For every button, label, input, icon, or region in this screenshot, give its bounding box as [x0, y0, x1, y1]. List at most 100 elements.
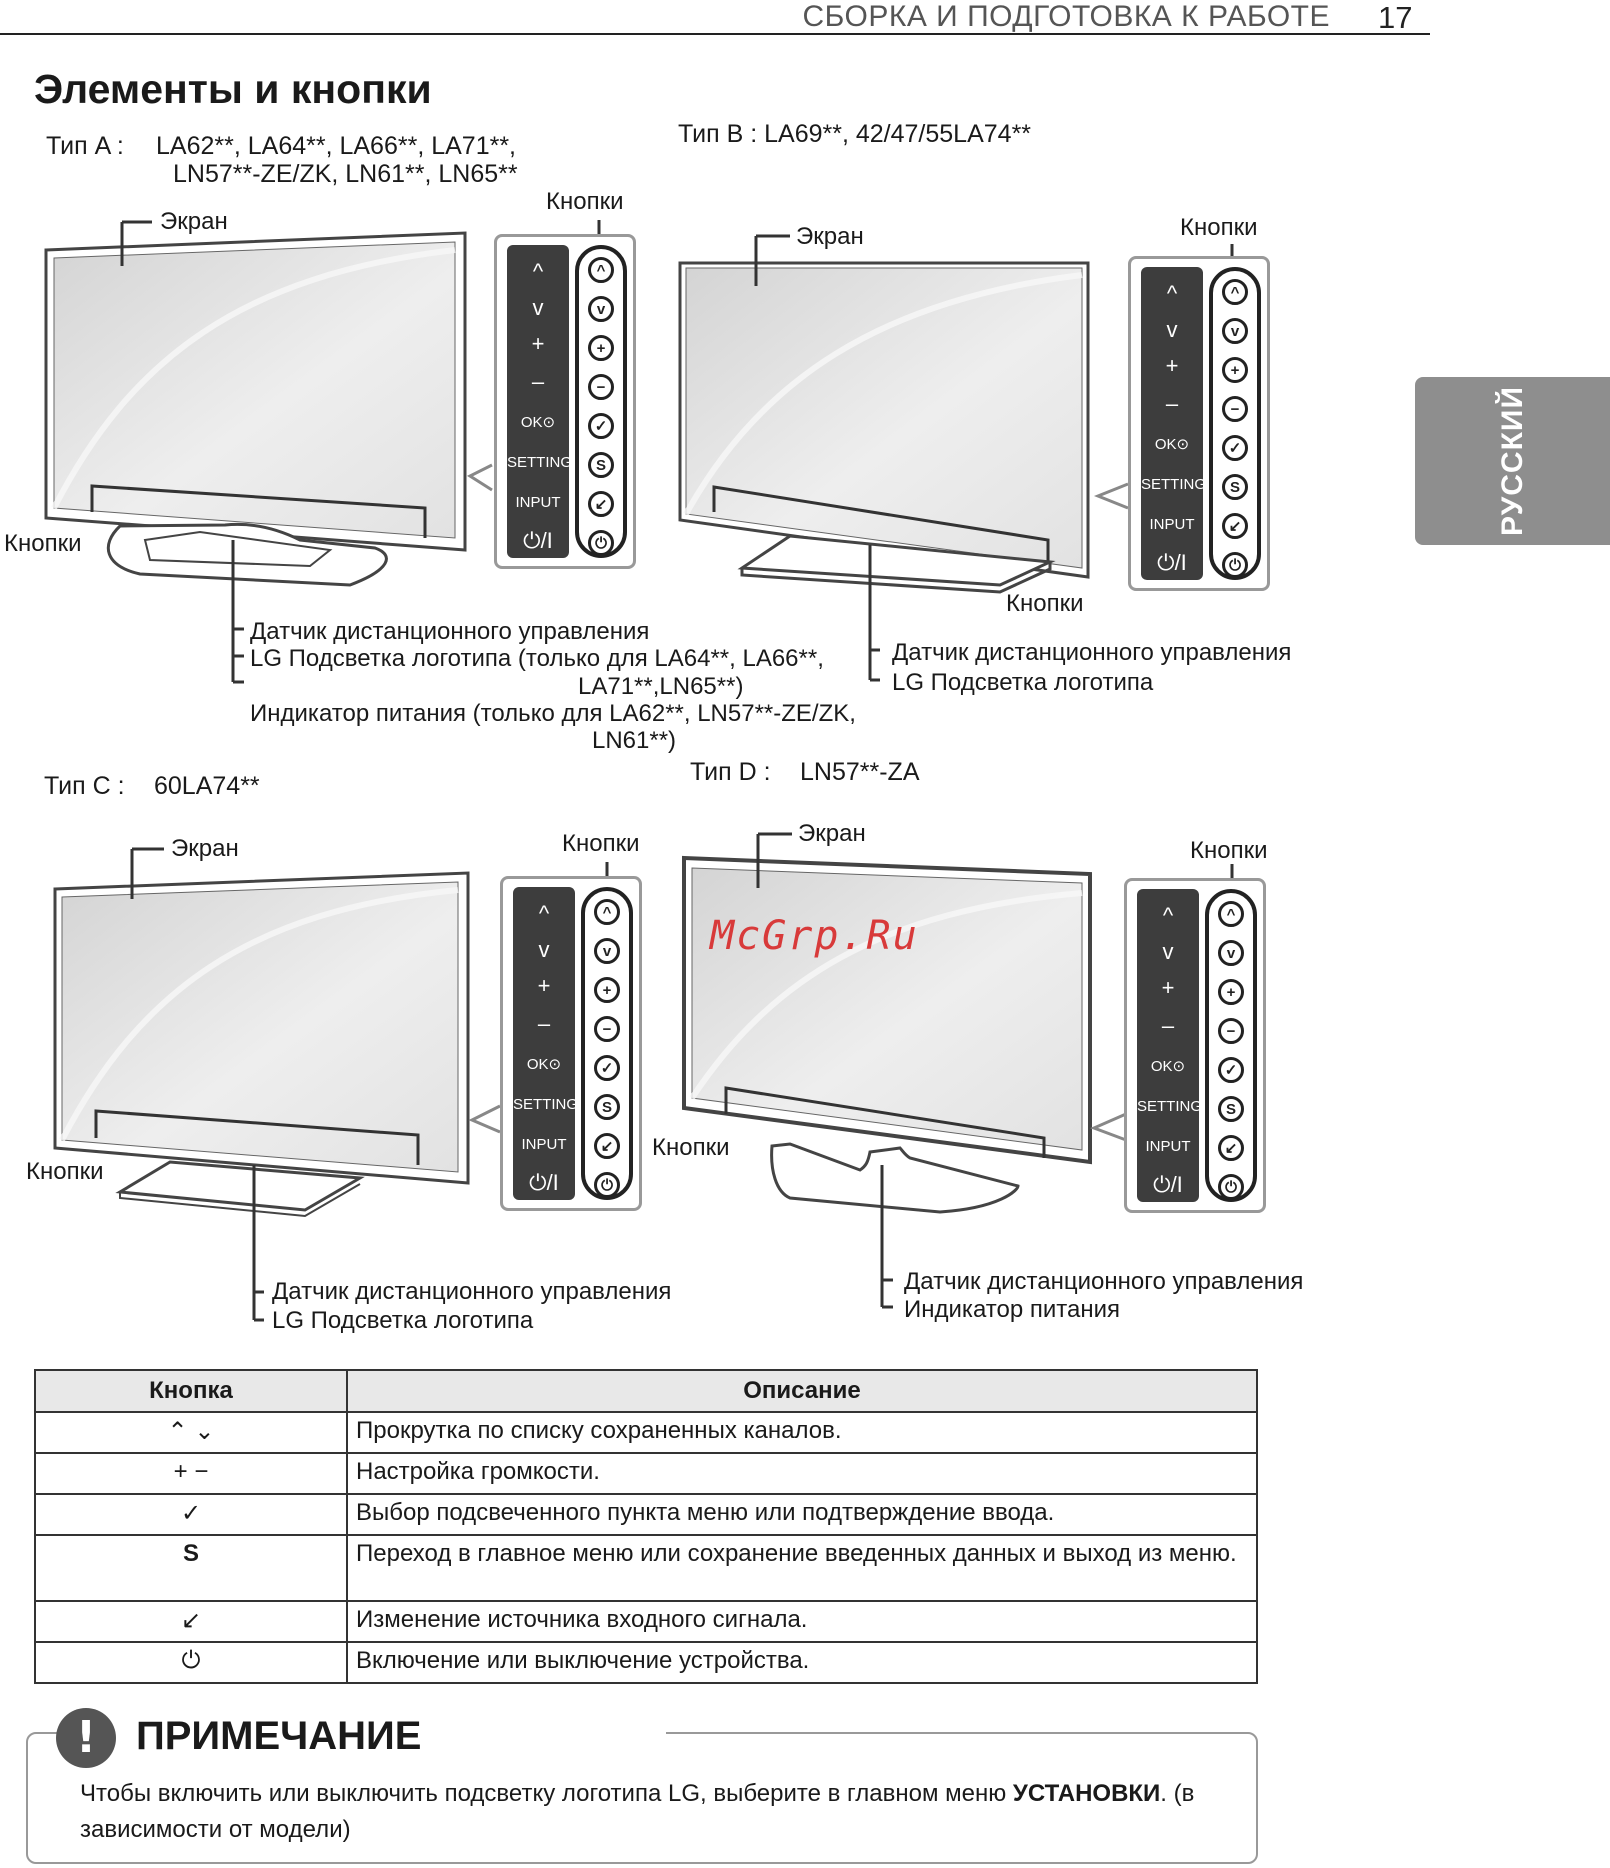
button-panel-type-a: ^ v + – OK⊙ SETTINGS INPUT ⏻/I ^ v + − ✓… — [494, 234, 636, 569]
type-c-screen-label: Экран — [171, 835, 239, 862]
type-d-buttons-label: Кнопки — [1190, 837, 1268, 864]
exclamation-icon: ! — [56, 1708, 116, 1768]
button-symbol: ⌃ ⌄ — [34, 1411, 348, 1454]
button-description-table: Кнопка Описание ⌃ ⌄ Прокрутка по списку … — [34, 1369, 1258, 1684]
tv-type-b — [678, 234, 1234, 682]
note-title: ПРИМЕЧАНИЕ — [136, 1714, 422, 1758]
plus-button-icon: + — [1222, 357, 1248, 383]
input-button-icon: ↙ — [594, 1133, 620, 1159]
type-d-model: LN57**-ZA — [800, 758, 920, 786]
type-d-label: Тип D : — [690, 758, 771, 786]
button-symbol: ⏻ — [34, 1641, 348, 1684]
up-label: ^ — [538, 901, 550, 926]
button-description: Переход в главное меню или сохранение вв… — [346, 1534, 1258, 1602]
note-text-start: Чтобы включить или выключить подсветку л… — [80, 1780, 1013, 1807]
table-row: ↙ Изменение источника входного сигнала. — [34, 1600, 1258, 1643]
minus-button-icon: − — [1222, 396, 1248, 422]
type-a-models-line1: LA62**, LA64**, LA66**, LA71**, — [156, 132, 516, 160]
type-a-callout-power-indicator: Индикатор питания (только для LA62**, LN… — [250, 700, 856, 727]
power-label: ⏻/I — [523, 528, 553, 553]
tv-type-d — [682, 832, 1234, 1309]
button-labels-strip: ^ v + – OK⊙ SETTINGS INPUT ⏻/I — [1141, 267, 1216, 580]
type-d-buttons-side-label: Кнопки — [652, 1134, 730, 1161]
button-description: Изменение источника входного сигнала. — [346, 1600, 1258, 1643]
button-panel-type-b: ^ v + – OK⊙ SETTINGS INPUT ⏻/I ^ v + − ✓… — [1128, 256, 1270, 591]
down-button-icon: v — [588, 296, 614, 322]
up-label: ^ — [532, 259, 544, 284]
plus-button-icon: + — [1218, 979, 1244, 1005]
settings-button-icon: S — [1222, 474, 1248, 500]
type-b-label: Тип B : LA69**, 42/47/55LA74** — [678, 120, 1032, 148]
plus-label: + — [1161, 975, 1175, 1000]
note-text-bold: УСТАНОВКИ — [1012, 1780, 1161, 1807]
running-header: СБОРКА И ПОДГОТОВКА К РАБОТЕ — [802, 0, 1330, 33]
type-a-callout-logo-light: LG Подсветка логотипа (только для LA64**… — [250, 645, 824, 672]
minus-button-icon: − — [594, 1016, 620, 1042]
minus-label: – — [537, 1011, 551, 1036]
table-row: S Переход в главное меню или сохранение … — [34, 1534, 1258, 1602]
input-button-icon: ↙ — [588, 491, 614, 517]
power-button-icon: ⏻ — [1218, 1174, 1244, 1200]
button-description: Прокрутка по списку сохраненных каналов. — [346, 1411, 1258, 1454]
language-tab: РУССКИЙ — [1415, 377, 1610, 545]
ok-button-icon: ✓ — [594, 1055, 620, 1081]
type-a-screen-label: Экран — [160, 208, 228, 235]
page-number: 17 — [1378, 0, 1413, 35]
type-c-callout-remote-sensor: Датчик дистанционного управления — [272, 1278, 672, 1305]
input-button-icon: ↙ — [1222, 513, 1248, 539]
down-button-icon: v — [594, 938, 620, 964]
up-label: ^ — [1166, 281, 1178, 306]
plus-label: + — [537, 973, 551, 998]
plus-label: + — [1165, 353, 1179, 378]
type-b-screen-label: Экран — [796, 223, 864, 250]
minus-button-icon: − — [1218, 1018, 1244, 1044]
tv-type-a — [44, 220, 601, 684]
type-a-buttons-side-label: Кнопки — [4, 530, 82, 557]
button-description: Выбор подсвеченного пункта меню или подт… — [346, 1493, 1258, 1536]
power-label: ⏻/I — [1157, 550, 1187, 575]
button-labels-strip: ^ v + – OK⊙ SETTINGS INPUT ⏻/I — [513, 887, 589, 1200]
type-d-callout-remote-sensor: Датчик дистанционного управления — [904, 1268, 1304, 1295]
plus-label: + — [531, 331, 545, 356]
down-label: v — [532, 295, 544, 320]
ok-button-icon: ✓ — [588, 413, 614, 439]
minus-label: – — [531, 369, 545, 394]
up-button-icon: ^ — [588, 257, 614, 283]
power-label: ⏻/I — [529, 1170, 559, 1195]
type-b-buttons-label: Кнопки — [1180, 214, 1258, 241]
note-text-end: . (в зависимости от модели) — [80, 1780, 1195, 1843]
ok-button-icon: ✓ — [1222, 435, 1248, 461]
up-button-icon: ^ — [1222, 279, 1248, 305]
button-panel-type-c: ^ v + – OK⊙ SETTINGS INPUT ⏻/I ^ v + − ✓… — [500, 876, 642, 1211]
table-row: ✓ Выбор подсвеченного пункта меню или по… — [34, 1493, 1258, 1536]
down-label: v — [1162, 939, 1174, 964]
button-symbol: + − — [34, 1452, 348, 1495]
ok-label: OK⊙ — [1154, 436, 1190, 453]
minus-label: – — [1165, 391, 1179, 416]
type-c-callout-logo-light: LG Подсветка логотипа — [272, 1307, 534, 1334]
header-rule — [0, 33, 1430, 35]
type-a-buttons-label: Кнопки — [546, 188, 624, 215]
down-label: v — [1166, 317, 1178, 342]
input-label: INPUT — [1149, 516, 1195, 533]
type-d-callout-power-indicator: Индикатор питания — [904, 1296, 1120, 1323]
watermark: McGrp.Ru — [710, 913, 919, 959]
type-b-callout-remote-sensor: Датчик дистанционного управления — [892, 639, 1292, 666]
settings-label: SETTINGS — [513, 1096, 589, 1113]
type-a-models-line2: LN57**-ZE/ZK, LN61**, LN65** — [173, 160, 518, 188]
input-label: INPUT — [1145, 1138, 1191, 1155]
type-a-callout-remote-sensor: Датчик дистанционного управления — [250, 618, 650, 645]
down-button-icon: v — [1218, 940, 1244, 966]
column-header-description: Описание — [346, 1369, 1258, 1413]
note-text: Чтобы включить или выключить подсветку л… — [80, 1776, 1250, 1848]
button-panel-type-d: ^ v + – OK⊙ SETTINGS INPUT ⏻/I ^ v + − ✓… — [1124, 878, 1266, 1213]
button-symbol: ✓ — [34, 1493, 348, 1536]
note-box — [26, 1732, 1258, 1864]
button-description: Включение или выключение устройства. — [346, 1641, 1258, 1684]
type-a-callout-power-indicator-models: LN61**) — [592, 727, 677, 754]
button-column: ^ v + − ✓ S ↙ ⏻ — [575, 245, 627, 558]
section-title: Элементы и кнопки — [34, 66, 432, 112]
ok-label: OK⊙ — [526, 1056, 562, 1073]
table-row: + − Настройка громкости. — [34, 1452, 1258, 1495]
button-description: Настройка громкости. — [346, 1452, 1258, 1495]
